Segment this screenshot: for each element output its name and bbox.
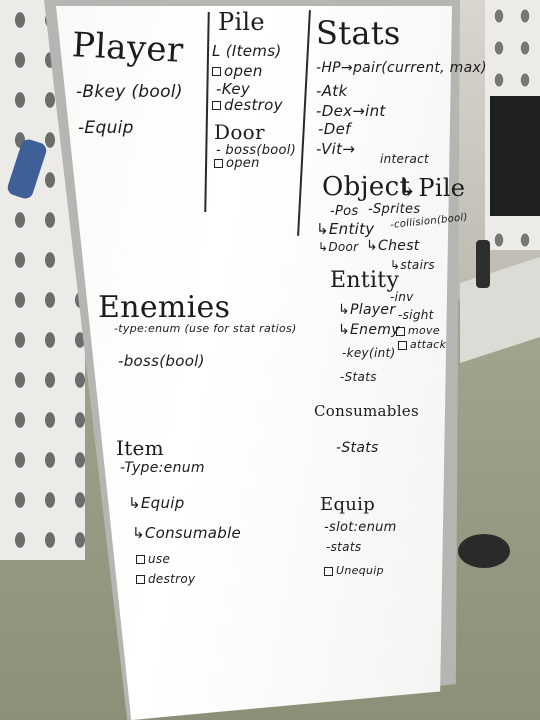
object-pos: -Pos xyxy=(330,204,359,219)
enemies-item: -boss(bool) xyxy=(118,352,205,370)
object-entity: ↳Entity xyxy=(316,220,375,238)
entity-stats: -Stats xyxy=(340,370,377,384)
item-title: Item xyxy=(116,436,164,460)
pile-item: L (Items) xyxy=(212,42,282,60)
entity-inv: -inv xyxy=(390,290,414,304)
stats-item: -Vit→ xyxy=(316,140,356,158)
object-chest: ↳Chest xyxy=(366,238,420,254)
checkbox-icon xyxy=(212,67,221,76)
equip-unequip: Unequip xyxy=(324,564,384,577)
object-interact: interact xyxy=(380,152,430,166)
object-stairs: ↳stairs xyxy=(390,258,435,272)
item-type: -Type:enum xyxy=(120,460,205,476)
checkbox-icon xyxy=(136,575,145,584)
door-item: open xyxy=(214,156,260,171)
consumables-title: Consumables xyxy=(314,402,419,420)
checkbox-icon xyxy=(398,340,407,350)
entity-sight: -sight xyxy=(398,308,434,322)
entity-move: move xyxy=(396,324,440,337)
entity-key: -key(int) xyxy=(342,346,396,360)
floor-outlet xyxy=(458,534,510,568)
player-title: Player xyxy=(71,25,185,71)
checkbox-icon xyxy=(212,101,221,110)
player-item: -Equip xyxy=(78,118,134,138)
object-pile-link: ↳Pile xyxy=(398,174,466,202)
pile-item: -Key xyxy=(216,80,251,98)
checkbox-icon xyxy=(214,159,223,168)
whiteboard xyxy=(56,6,452,720)
item-destroy: destroy xyxy=(136,572,195,586)
stats-item: -Atk xyxy=(316,82,348,100)
item-consumable: ↳Consumable xyxy=(132,524,242,542)
item-use: use xyxy=(136,552,170,566)
object-sprites: -Sprites xyxy=(368,202,421,217)
equip-item: -stats xyxy=(326,540,362,554)
player-item: -Bkey (bool) xyxy=(76,82,183,102)
stats-item: -Def xyxy=(318,120,351,138)
checkbox-icon xyxy=(396,326,405,336)
pile-item: open xyxy=(212,62,263,80)
enemies-title: Enemies xyxy=(98,290,231,325)
stats-item: -HP→pair(current, max) xyxy=(316,60,487,76)
object-heading: Object xyxy=(322,172,411,202)
door-title: Door xyxy=(214,120,265,144)
item-equip: ↳Equip xyxy=(128,494,185,512)
entity-enemy: ↳Enemy xyxy=(338,322,400,338)
equip-item: -slot:enum xyxy=(324,520,397,535)
consumables-item: -Stats xyxy=(336,440,379,456)
checkbox-icon xyxy=(324,566,333,576)
enemies-item: -type:enum (use for stat ratios) xyxy=(114,322,297,335)
pile-item: destroy xyxy=(212,96,283,114)
object-door: ↳Door xyxy=(318,240,359,254)
pile-title: Pile xyxy=(218,8,265,36)
door-item: - boss(bool) xyxy=(216,143,297,158)
entity-player: ↳Player xyxy=(338,302,396,318)
stats-item: -Dex→int xyxy=(316,102,386,120)
stats-title: Stats xyxy=(316,14,401,52)
water-bottle xyxy=(476,240,490,288)
checkbox-icon xyxy=(136,555,145,564)
entity-attack: attack xyxy=(398,338,446,351)
monitor xyxy=(490,96,540,216)
entity-title: Entity xyxy=(330,268,400,293)
equip-title: Equip xyxy=(320,494,376,515)
